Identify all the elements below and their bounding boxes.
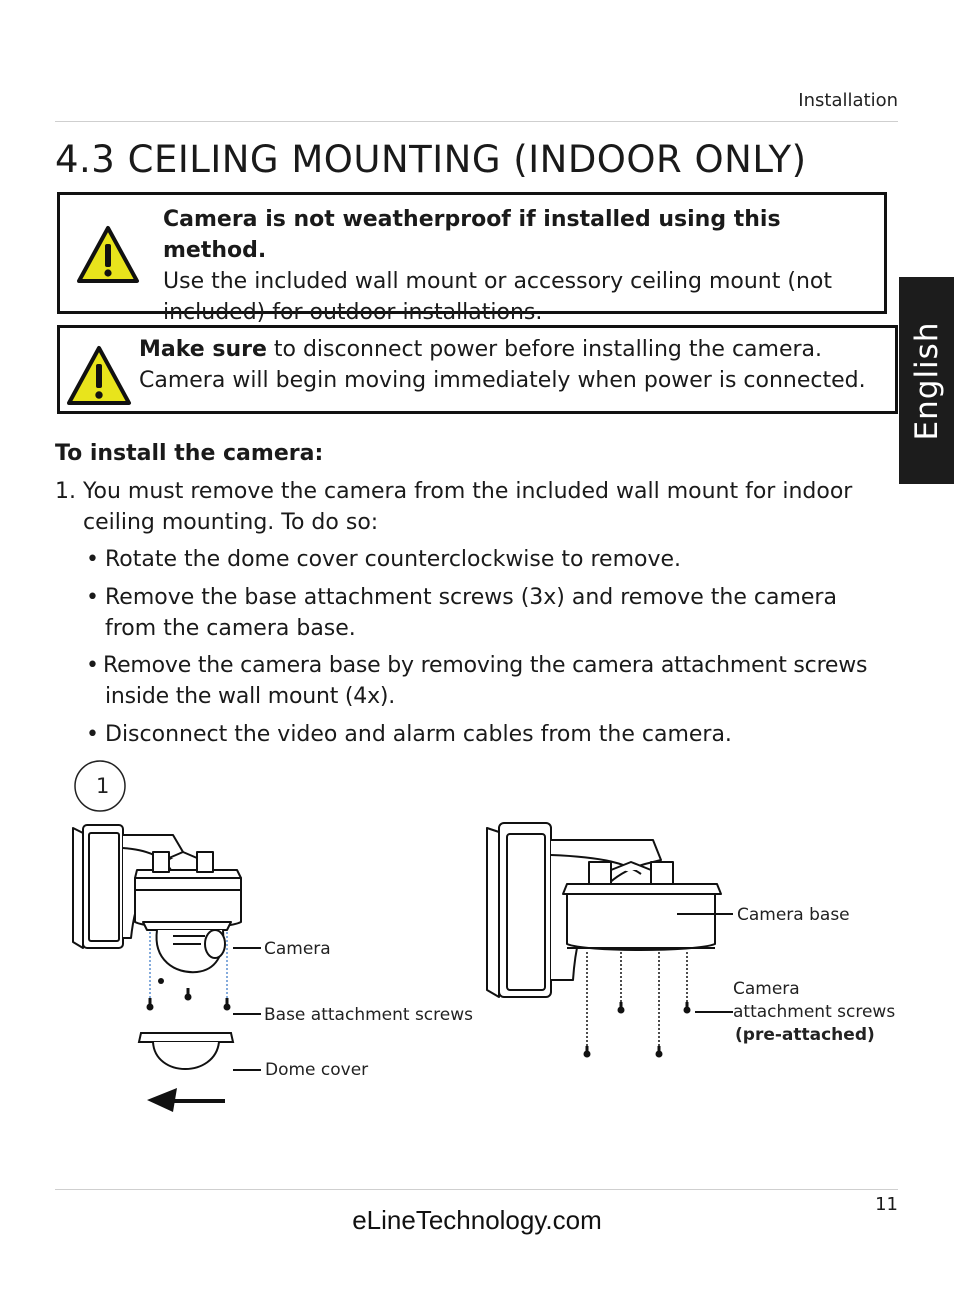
bullet-icon: • bbox=[86, 653, 99, 678]
header-divider bbox=[55, 121, 898, 122]
power-warning: Make sure to disconnect power before ins… bbox=[57, 325, 898, 414]
warning-text: Use the included wall mount or accessory… bbox=[163, 269, 832, 294]
page-number: 11 bbox=[875, 1194, 898, 1215]
bullet-text: Remove the camera base by removing the c… bbox=[103, 653, 868, 678]
base-screws-label: Base attachment screws bbox=[264, 1005, 473, 1025]
list-item: • Remove the base attachment screws (3x)… bbox=[86, 582, 901, 644]
screw-guide-lines bbox=[586, 952, 688, 1050]
bullet-text: Remove the base attachment screws (3x) a… bbox=[105, 585, 837, 610]
attach-screws-label: attachment screws bbox=[733, 1002, 895, 1022]
camera-base-label: Camera base bbox=[737, 905, 850, 925]
warning-heading: Make sure bbox=[139, 337, 267, 362]
website-link[interactable]: eLineTechnology.com bbox=[352, 1205, 602, 1235]
list-item: • Disconnect the video and alarm cables … bbox=[86, 719, 901, 750]
bullet-text: from the camera base. bbox=[105, 616, 356, 641]
leader-lines bbox=[677, 913, 733, 1013]
list-item: • Remove the camera base by removing the… bbox=[86, 650, 901, 712]
bullet-icon: • bbox=[86, 585, 99, 610]
screw-guide-lines bbox=[149, 932, 228, 1005]
screw-icon bbox=[146, 978, 231, 1011]
section-label: Installation bbox=[798, 90, 898, 111]
dome-cover-label: Dome cover bbox=[265, 1060, 368, 1080]
list-item: • Rotate the dome cover counterclockwise… bbox=[86, 544, 901, 575]
footer-divider bbox=[55, 1189, 898, 1190]
attach-screws-label: Camera bbox=[733, 979, 800, 999]
camera-label: Camera bbox=[264, 939, 331, 959]
dome-cover-drawing bbox=[137, 1032, 235, 1070]
step-text-line: ceiling mounting. To do so: bbox=[83, 510, 379, 535]
warning-text: to disconnect power before installing th… bbox=[266, 337, 823, 362]
warning-heading: Camera is not weatherproof if installed … bbox=[163, 207, 781, 263]
language-tab[interactable]: English bbox=[899, 277, 954, 484]
bullet-text: Disconnect the video and alarm cables fr… bbox=[105, 722, 732, 747]
instructions-heading: To install the camera: bbox=[55, 441, 324, 466]
step-text-line: You must remove the camera from the incl… bbox=[83, 479, 853, 504]
bullet-icon: • bbox=[86, 722, 99, 747]
step-badge: 1 bbox=[74, 760, 126, 812]
bullet-icon: • bbox=[86, 547, 99, 572]
bullet-text: inside the wall mount (4x). bbox=[105, 684, 396, 709]
step-number: 1. bbox=[55, 479, 76, 504]
warning-text: Camera will begin moving immediately whe… bbox=[139, 368, 866, 393]
warning-icon bbox=[67, 346, 131, 405]
attach-screws-label: (pre-attached) bbox=[735, 1025, 875, 1045]
weatherproof-warning: Camera is not weatherproof if installed … bbox=[57, 192, 887, 325]
warning-text: included) for outdoor installations. bbox=[163, 300, 543, 325]
language-tab-label: English bbox=[908, 321, 945, 440]
screw-icon bbox=[583, 1002, 691, 1058]
rotate-arrow-icon bbox=[147, 1088, 225, 1112]
bullet-text: Rotate the dome cover counterclockwise t… bbox=[105, 547, 682, 572]
wall-mount-drawing bbox=[486, 822, 722, 998]
step-badge-number: 1 bbox=[96, 774, 109, 798]
installation-diagram: 1 bbox=[72, 760, 895, 1112]
leader-lines bbox=[233, 947, 261, 1071]
page-title: 4.3 CEILING MOUNTING (INDOOR ONLY) bbox=[55, 138, 807, 181]
step-1: 1. You must remove the camera from the i… bbox=[55, 476, 900, 538]
camera-assembly-drawing bbox=[72, 824, 242, 974]
warning-icon bbox=[77, 226, 139, 283]
